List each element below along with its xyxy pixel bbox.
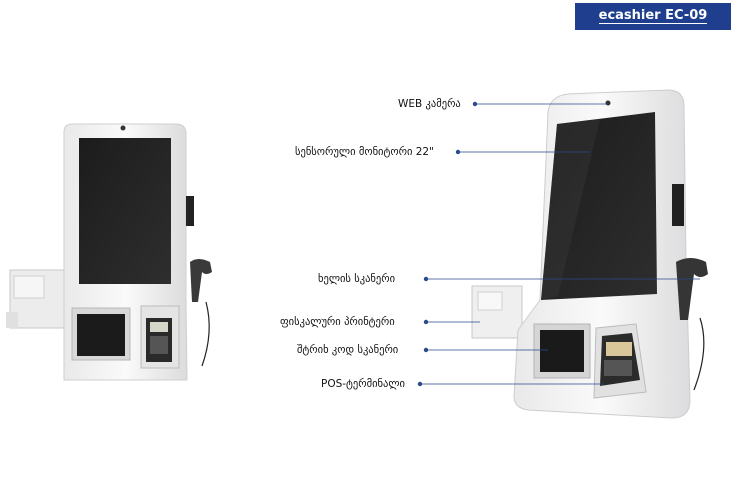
kiosk-front-view xyxy=(6,123,212,381)
label-touch-monitor: სენსორული მონიტორი 22" xyxy=(295,146,434,158)
kiosk-angled-view xyxy=(471,89,708,419)
label-pos-terminal: POS-ტერმინალი xyxy=(321,378,405,390)
product-title: ecashier EC-09 xyxy=(598,8,708,24)
callout-lines xyxy=(417,101,700,387)
label-web-camera: WEB კამერა xyxy=(398,98,461,110)
label-barcode-scanner: შტრიხ კოდ სკანერი xyxy=(297,344,399,356)
label-fiscal-printer: ფისკალური პრინტერი xyxy=(280,316,395,328)
label-hand-scanner: ხელის სკანერი xyxy=(318,273,396,285)
model-name: EC-09 xyxy=(665,8,708,23)
brand-name: ecashier xyxy=(598,8,661,23)
product-title-badge: ecashier EC-09 xyxy=(575,3,731,30)
